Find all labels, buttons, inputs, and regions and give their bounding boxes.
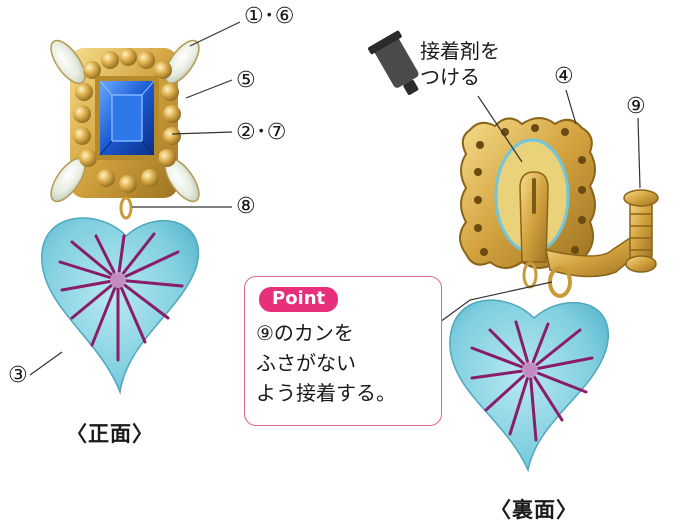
clip-back-plate — [519, 171, 549, 263]
caption-front: 〈正面〉 — [66, 422, 154, 446]
glue-note: 接着剤を つける — [420, 39, 500, 89]
front-jump-ring — [119, 196, 133, 220]
label-part-9: ⑨ — [626, 94, 646, 119]
caption-back: 〈裏面〉 — [490, 498, 578, 522]
sapphire-facet — [111, 94, 143, 142]
point-text: ⑨のカンを ふさがない よう接着する。 — [256, 321, 396, 405]
label-part-4: ④ — [554, 64, 574, 89]
front-heart-charm — [41, 217, 199, 395]
clip-screw-pad — [623, 189, 659, 207]
point-callout-box — [244, 276, 442, 426]
back-filigree-holes — [474, 124, 586, 256]
opal-stone-top-right — [164, 39, 200, 85]
label-part-5: ⑤ — [236, 68, 256, 93]
front-heart-starburst — [58, 232, 184, 362]
gold-bead-ring — [73, 48, 181, 193]
back-heart-charm — [449, 299, 609, 473]
glue-tube-icon — [368, 30, 419, 95]
front-leader-lines — [29, 21, 241, 376]
label-part-3: ③ — [8, 363, 28, 388]
label-part-8: ⑧ — [236, 194, 256, 219]
clip-screw-head — [625, 255, 657, 273]
label-part-1-6: ①･⑥ — [244, 4, 295, 29]
back-leader-lines — [439, 89, 641, 323]
opal-stone-top-left — [50, 39, 86, 85]
front-view — [41, 39, 200, 395]
point-badge: Point — [259, 287, 339, 312]
back-view — [368, 30, 659, 473]
back-heart-starburst — [470, 320, 594, 442]
label-part-2-7: ②･⑦ — [236, 120, 287, 145]
